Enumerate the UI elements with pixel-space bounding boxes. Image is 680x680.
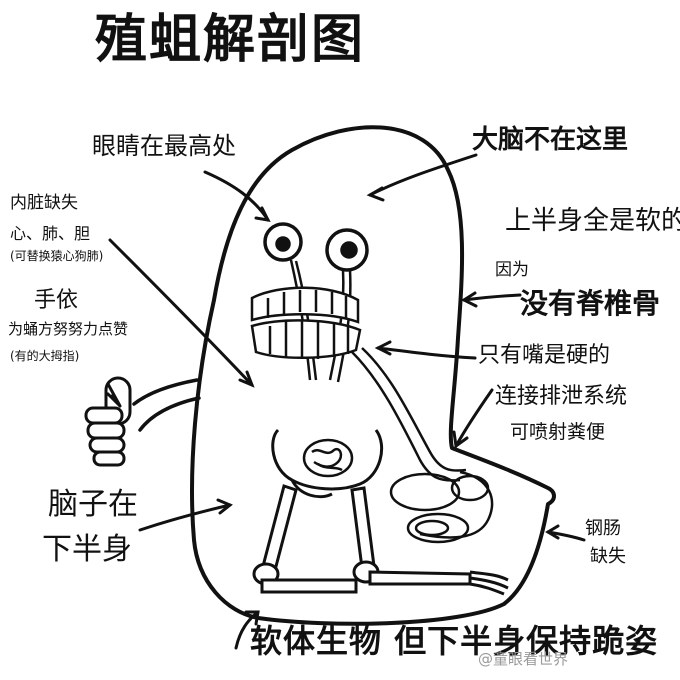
digestive-tract	[351, 347, 494, 544]
arm-lower	[138, 396, 201, 432]
label-mouth-spray: 可喷射粪便	[510, 421, 606, 443]
label-brain-lower-1: 脑子在	[48, 487, 138, 522]
label-brain-lower-2: 下半身	[42, 532, 132, 567]
label-organs-missing: 内脏缺失	[10, 193, 78, 213]
label-hand-thumb: (有的大拇指)	[10, 349, 80, 363]
teeth	[250, 286, 362, 360]
label-brain-not-here: 大脑不在这里	[472, 125, 629, 155]
label-organs-list: 心、肺、胆	[10, 224, 91, 243]
label-bottom-caption: 软体生物 但下半身保持跪姿	[250, 622, 659, 660]
arm	[132, 378, 199, 406]
label-hand-like: 为蛹方努努力点赞	[8, 320, 129, 338]
page-title: 殖蛆解剖图	[95, 10, 366, 70]
lower-brain	[302, 438, 354, 478]
label-eyes: 眼睛在最高处	[92, 132, 236, 160]
label-mouth-excretion: 连接排泄系统	[495, 384, 628, 409]
pelvis	[271, 428, 384, 499]
arrows	[106, 153, 586, 650]
hand	[84, 376, 132, 467]
skeleton-legs	[252, 484, 509, 596]
body-outline	[190, 125, 556, 626]
label-upper-body-because: 因为	[495, 260, 529, 280]
label-upper-body-soft: 上半身全是软的	[505, 206, 680, 236]
label-rectum-missing: 缺失	[590, 546, 626, 567]
eyes	[263, 222, 369, 272]
label-no-spine: 没有脊椎骨	[520, 287, 661, 320]
label-mouth-hard: 只有嘴是硬的	[478, 343, 611, 368]
label-rectum: 钢肠	[585, 518, 621, 539]
label-organs-note: (可替换猿心狗肺)	[10, 249, 104, 263]
watermark: @童眼看世界	[478, 650, 569, 668]
label-hand: 手依	[34, 288, 79, 313]
